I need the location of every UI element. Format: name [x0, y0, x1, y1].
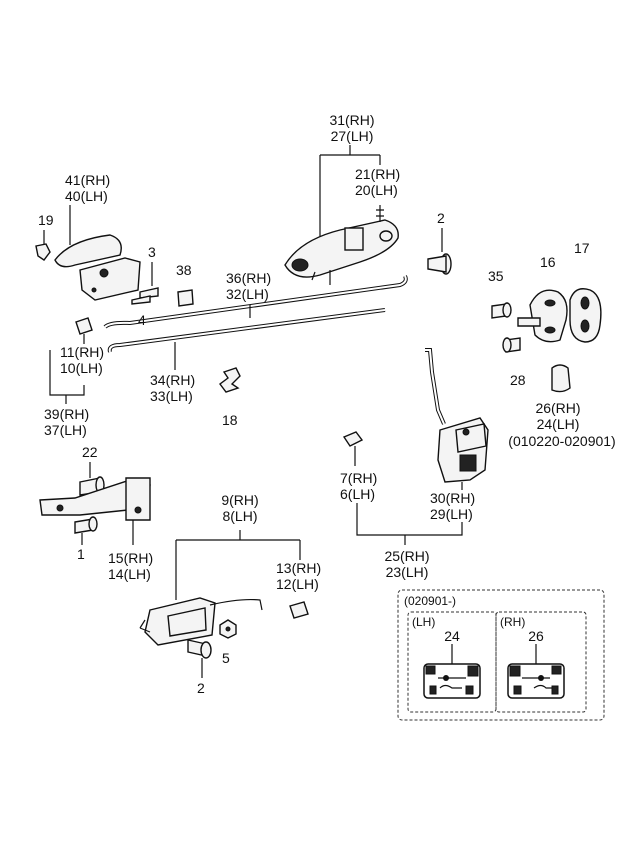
bolt-28 — [502, 337, 521, 353]
label-16: 16 — [540, 254, 556, 270]
screw-4 — [131, 295, 151, 305]
label-3: 3 — [148, 244, 156, 260]
door-latch — [437, 417, 489, 490]
label-28: 28 — [510, 372, 526, 388]
label-38: 38 — [176, 262, 192, 278]
clip-18 — [219, 367, 241, 393]
inset-part-24: 24 — [444, 628, 460, 644]
label-31-27: 31(RH)27(LH) — [329, 112, 375, 144]
label-25-23: 25(RH)23(LH) — [384, 548, 430, 580]
leader-9-8 — [175, 530, 301, 600]
screw-3 — [139, 262, 159, 299]
label-22: 22 — [82, 444, 98, 460]
bolt-2-top — [427, 228, 452, 275]
plate-17 — [569, 288, 602, 343]
inset-label-24 — [423, 663, 481, 699]
clip-7-6 — [342, 431, 364, 466]
label-17: 17 — [574, 240, 590, 256]
bolt-35 — [491, 302, 512, 319]
inset-header-lh: (LH) — [412, 615, 436, 629]
label-18: 18 — [222, 412, 238, 428]
label-5: 5 — [222, 650, 230, 666]
clip-13-12 — [289, 601, 309, 619]
rod-34-33 — [107, 308, 386, 370]
label-36-32: 36(RH)32(LH) — [226, 270, 272, 302]
label-1: 1 — [77, 546, 85, 562]
door-actuator — [139, 597, 263, 646]
label-15-14: 15(RH)14(LH) — [108, 550, 154, 582]
label-39-37: 39(RH)37(LH) — [44, 406, 90, 438]
nut-5 — [219, 619, 237, 639]
inset-label-26 — [507, 663, 565, 699]
hinge-15-14 — [39, 477, 151, 545]
inset-leaders — [451, 644, 537, 664]
clip-19 — [35, 230, 51, 261]
label-7-6: 7(RH)6(LH) — [340, 470, 378, 502]
pad-38 — [177, 289, 194, 307]
label-35: 35 — [488, 268, 504, 284]
label-date-range: (010220-020901) — [508, 433, 616, 449]
label-2-top: 2 — [437, 210, 445, 226]
striker-16 — [517, 289, 568, 343]
label-26-24-top: 26(RH)24(LH) — [535, 400, 581, 432]
label-11-10: 11(RH)10(LH) — [60, 344, 105, 376]
bolt-2-bottom — [187, 639, 212, 678]
inside-handle — [54, 205, 141, 301]
label-30-29: 30(RH)29(LH) — [430, 490, 476, 522]
leader-31-27 — [319, 145, 381, 240]
bolt-1 — [74, 516, 98, 545]
rod-36-32 — [103, 275, 408, 329]
label-34-33: 34(RH)33(LH) — [150, 372, 196, 404]
shim-26-24 — [551, 364, 571, 393]
label-19: 19 — [38, 212, 54, 228]
label-4: 4 — [138, 312, 146, 328]
clip-11-10 — [75, 317, 93, 344]
inset-title: (020901-) — [404, 594, 457, 608]
label-21-20: 21(RH)20(LH) — [355, 166, 401, 198]
inset-box — [397, 589, 605, 721]
leader-39-37 — [49, 350, 85, 404]
outside-handle — [284, 205, 399, 285]
label-2-bottom: 2 — [197, 680, 205, 696]
inset-part-26: 26 — [528, 628, 544, 644]
label-41-40: 41(RH)40(LH) — [65, 172, 111, 204]
leader-25-23 — [356, 503, 463, 545]
latch-rod — [425, 348, 446, 425]
inset-header-rh: (RH) — [500, 615, 526, 629]
label-9-8: 9(RH)8(LH) — [221, 492, 259, 524]
label-13-12: 13(RH)12(LH) — [276, 560, 322, 592]
